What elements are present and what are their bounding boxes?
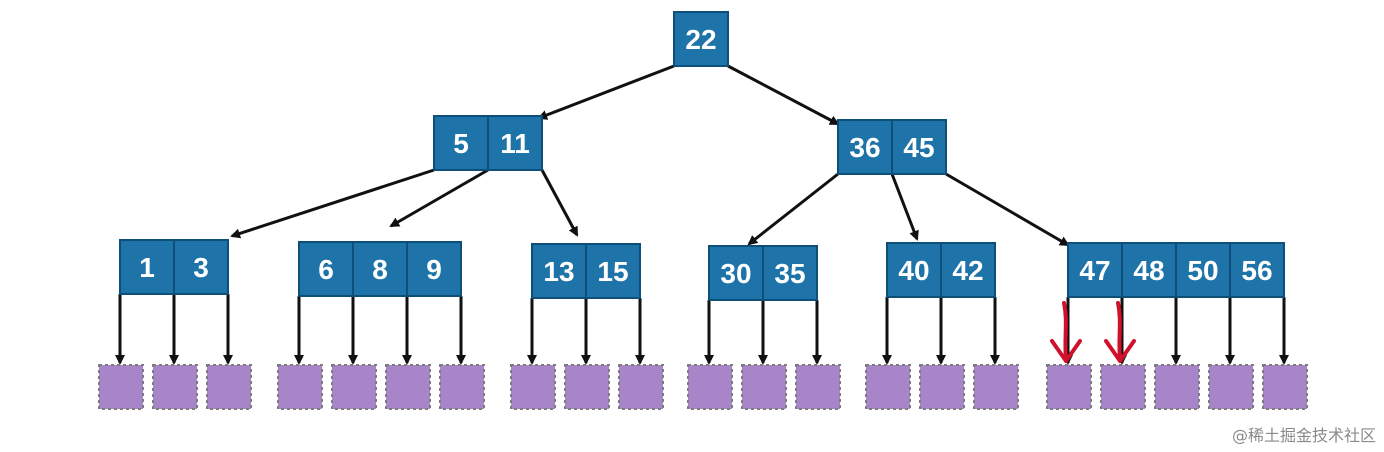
leaf-node-5-key-1: 48: [1133, 255, 1164, 286]
edge-internal-1-to-child-2: [945, 172, 1070, 247]
watermark: @稀土掘金技术社区: [1231, 426, 1376, 445]
leaf-node-0-key-cell-1: [173, 239, 229, 295]
data-block-4-0: [865, 364, 911, 410]
data-block-5-3: [1208, 364, 1254, 410]
data-block-0-2: [206, 364, 252, 410]
internal-node-1-key-cell-1: [891, 119, 947, 175]
root-node: 22: [673, 11, 729, 67]
edge-internal-0-to-child-0: [230, 168, 435, 239]
leaf-node-1-key-cell-2: [406, 241, 462, 297]
internal-node-1: 36 45: [837, 119, 947, 175]
leaf-node-2-key-1: 15: [597, 256, 628, 287]
edge-root-to-internal-0: [537, 64, 675, 120]
leaf-node-5-key-2: 50: [1187, 255, 1218, 286]
leaf-node-4-key-1: 42: [952, 255, 983, 286]
leaf-node-3-key-cell-1: [762, 245, 818, 301]
leaf-node-4-key-0: 40: [898, 255, 929, 286]
data-block-5-1: [1100, 364, 1146, 410]
data-block-0-0: [98, 364, 144, 410]
internal-node-0-key-cell-1: [487, 115, 543, 171]
leaf-node-5-key-cell-3: [1229, 242, 1285, 298]
data-block-4-2: [973, 364, 1019, 410]
leaf-node-5: 47 48 50 56: [1067, 242, 1285, 298]
data-block-2-0: [510, 364, 556, 410]
internal-node-0: 5 11: [433, 115, 543, 171]
leaf-node-5-key-cell-2: [1175, 242, 1231, 298]
internal-node-1-key-0: 36: [849, 132, 880, 163]
data-block-2-1: [564, 364, 610, 410]
leaf-node-3-key-0: 30: [720, 258, 751, 289]
data-block-1-3: [439, 364, 485, 410]
root-node-key-cell-0: [673, 11, 729, 67]
data-block-2-2: [618, 364, 664, 410]
root-node-key-0: 22: [685, 24, 716, 55]
data-block-5-0: [1046, 364, 1092, 410]
leaf-node-2-key-cell-1: [585, 243, 641, 299]
data-block-5-2: [1154, 364, 1200, 410]
leaf-node-3-key-1: 35: [774, 258, 805, 289]
leaf-node-0-key-1: 3: [193, 252, 209, 283]
leaf-node-2-key-0: 13: [543, 256, 574, 287]
leaf-node-1-key-cell-0: [298, 241, 354, 297]
internal-node-1-key-cell-0: [837, 119, 893, 175]
edge-root-to-internal-1: [727, 64, 840, 126]
leaf-node-4-key-cell-1: [940, 242, 996, 298]
highlight-arrow-5-0: [1050, 301, 1082, 363]
leaf-node-3: 30 35: [708, 245, 818, 301]
leaf-node-1: 6 8 9: [298, 241, 462, 297]
internal-node-0-key-0: 5: [453, 128, 469, 159]
data-block-3-0: [687, 364, 733, 410]
edge-internal-0-to-child-2: [540, 169, 579, 237]
internal-node-0-key-1: 11: [500, 128, 530, 159]
leaf-node-0-key-0: 1: [139, 252, 155, 283]
leaf-node-5-key-3: 56: [1241, 255, 1272, 286]
data-block-3-1: [741, 364, 787, 410]
data-block-4-1: [919, 364, 965, 410]
internal-node-1-key-1: 45: [903, 132, 934, 163]
data-block-1-1: [331, 364, 377, 410]
edge-internal-0-to-child-1: [389, 168, 489, 228]
leaf-node-1-key-1: 8: [372, 254, 388, 285]
leaf-node-0-key-cell-0: [119, 239, 175, 295]
leaf-node-2: 13 15: [531, 243, 641, 299]
data-block-5-4: [1262, 364, 1308, 410]
highlight-arrow-5-1: [1104, 301, 1136, 363]
edge-internal-1-to-child-1: [890, 173, 919, 241]
data-block-3-2: [795, 364, 841, 410]
leaf-node-4-key-cell-0: [886, 242, 942, 298]
internal-node-0-key-cell-0: [433, 115, 489, 171]
leaf-node-1-key-0: 6: [318, 254, 334, 285]
data-block-0-1: [152, 364, 198, 410]
leaf-node-5-key-0: 47: [1079, 255, 1110, 286]
leaf-node-1-key-2: 9: [426, 254, 442, 285]
data-block-1-2: [385, 364, 431, 410]
leaf-node-4: 40 42: [886, 242, 996, 298]
data-block-1-0: [277, 364, 323, 410]
edge-internal-1-to-child-0: [747, 172, 839, 246]
leaf-node-3-key-cell-0: [708, 245, 764, 301]
